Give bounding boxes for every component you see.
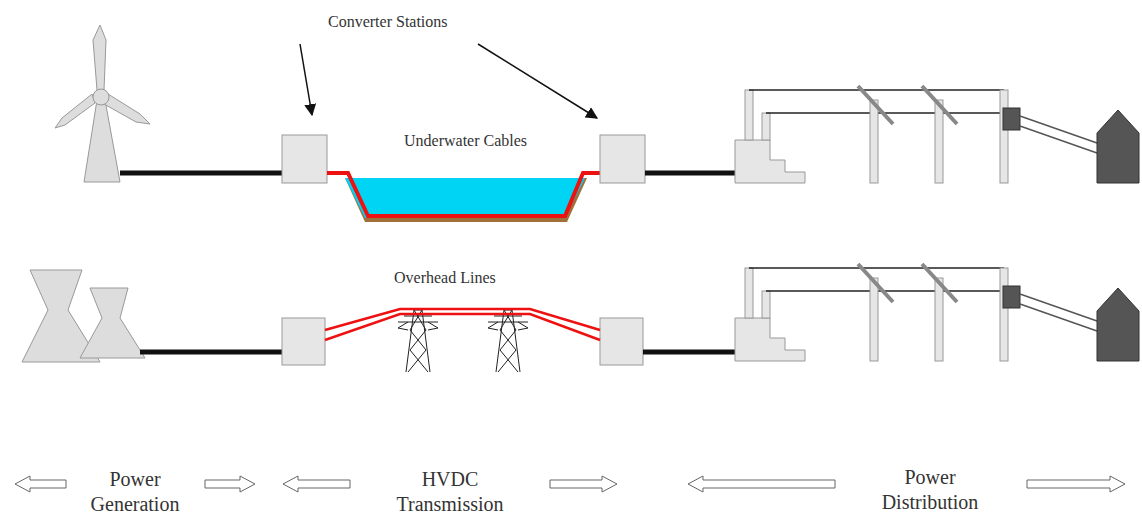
leader-line — [300, 44, 312, 115]
water — [345, 178, 585, 218]
line-label: Overhead Lines — [394, 268, 496, 288]
cooling-towers — [22, 270, 145, 362]
wind-turbine — [55, 25, 150, 182]
converter-station — [600, 135, 645, 183]
underwater-cable — [327, 173, 600, 216]
converter-station — [282, 318, 325, 365]
section-label: HVDC Transmission — [390, 467, 510, 517]
section-label: Power Distribution — [874, 465, 986, 515]
leader-line — [478, 44, 597, 118]
overhead-line — [325, 314, 600, 340]
section-arrows — [15, 476, 1125, 492]
cable-label: Underwater Cables — [404, 131, 527, 151]
section-label: Power Generation — [79, 467, 191, 517]
converter-station — [600, 318, 643, 365]
converter-station — [282, 135, 327, 183]
callout-label: Converter Stations — [328, 12, 448, 32]
